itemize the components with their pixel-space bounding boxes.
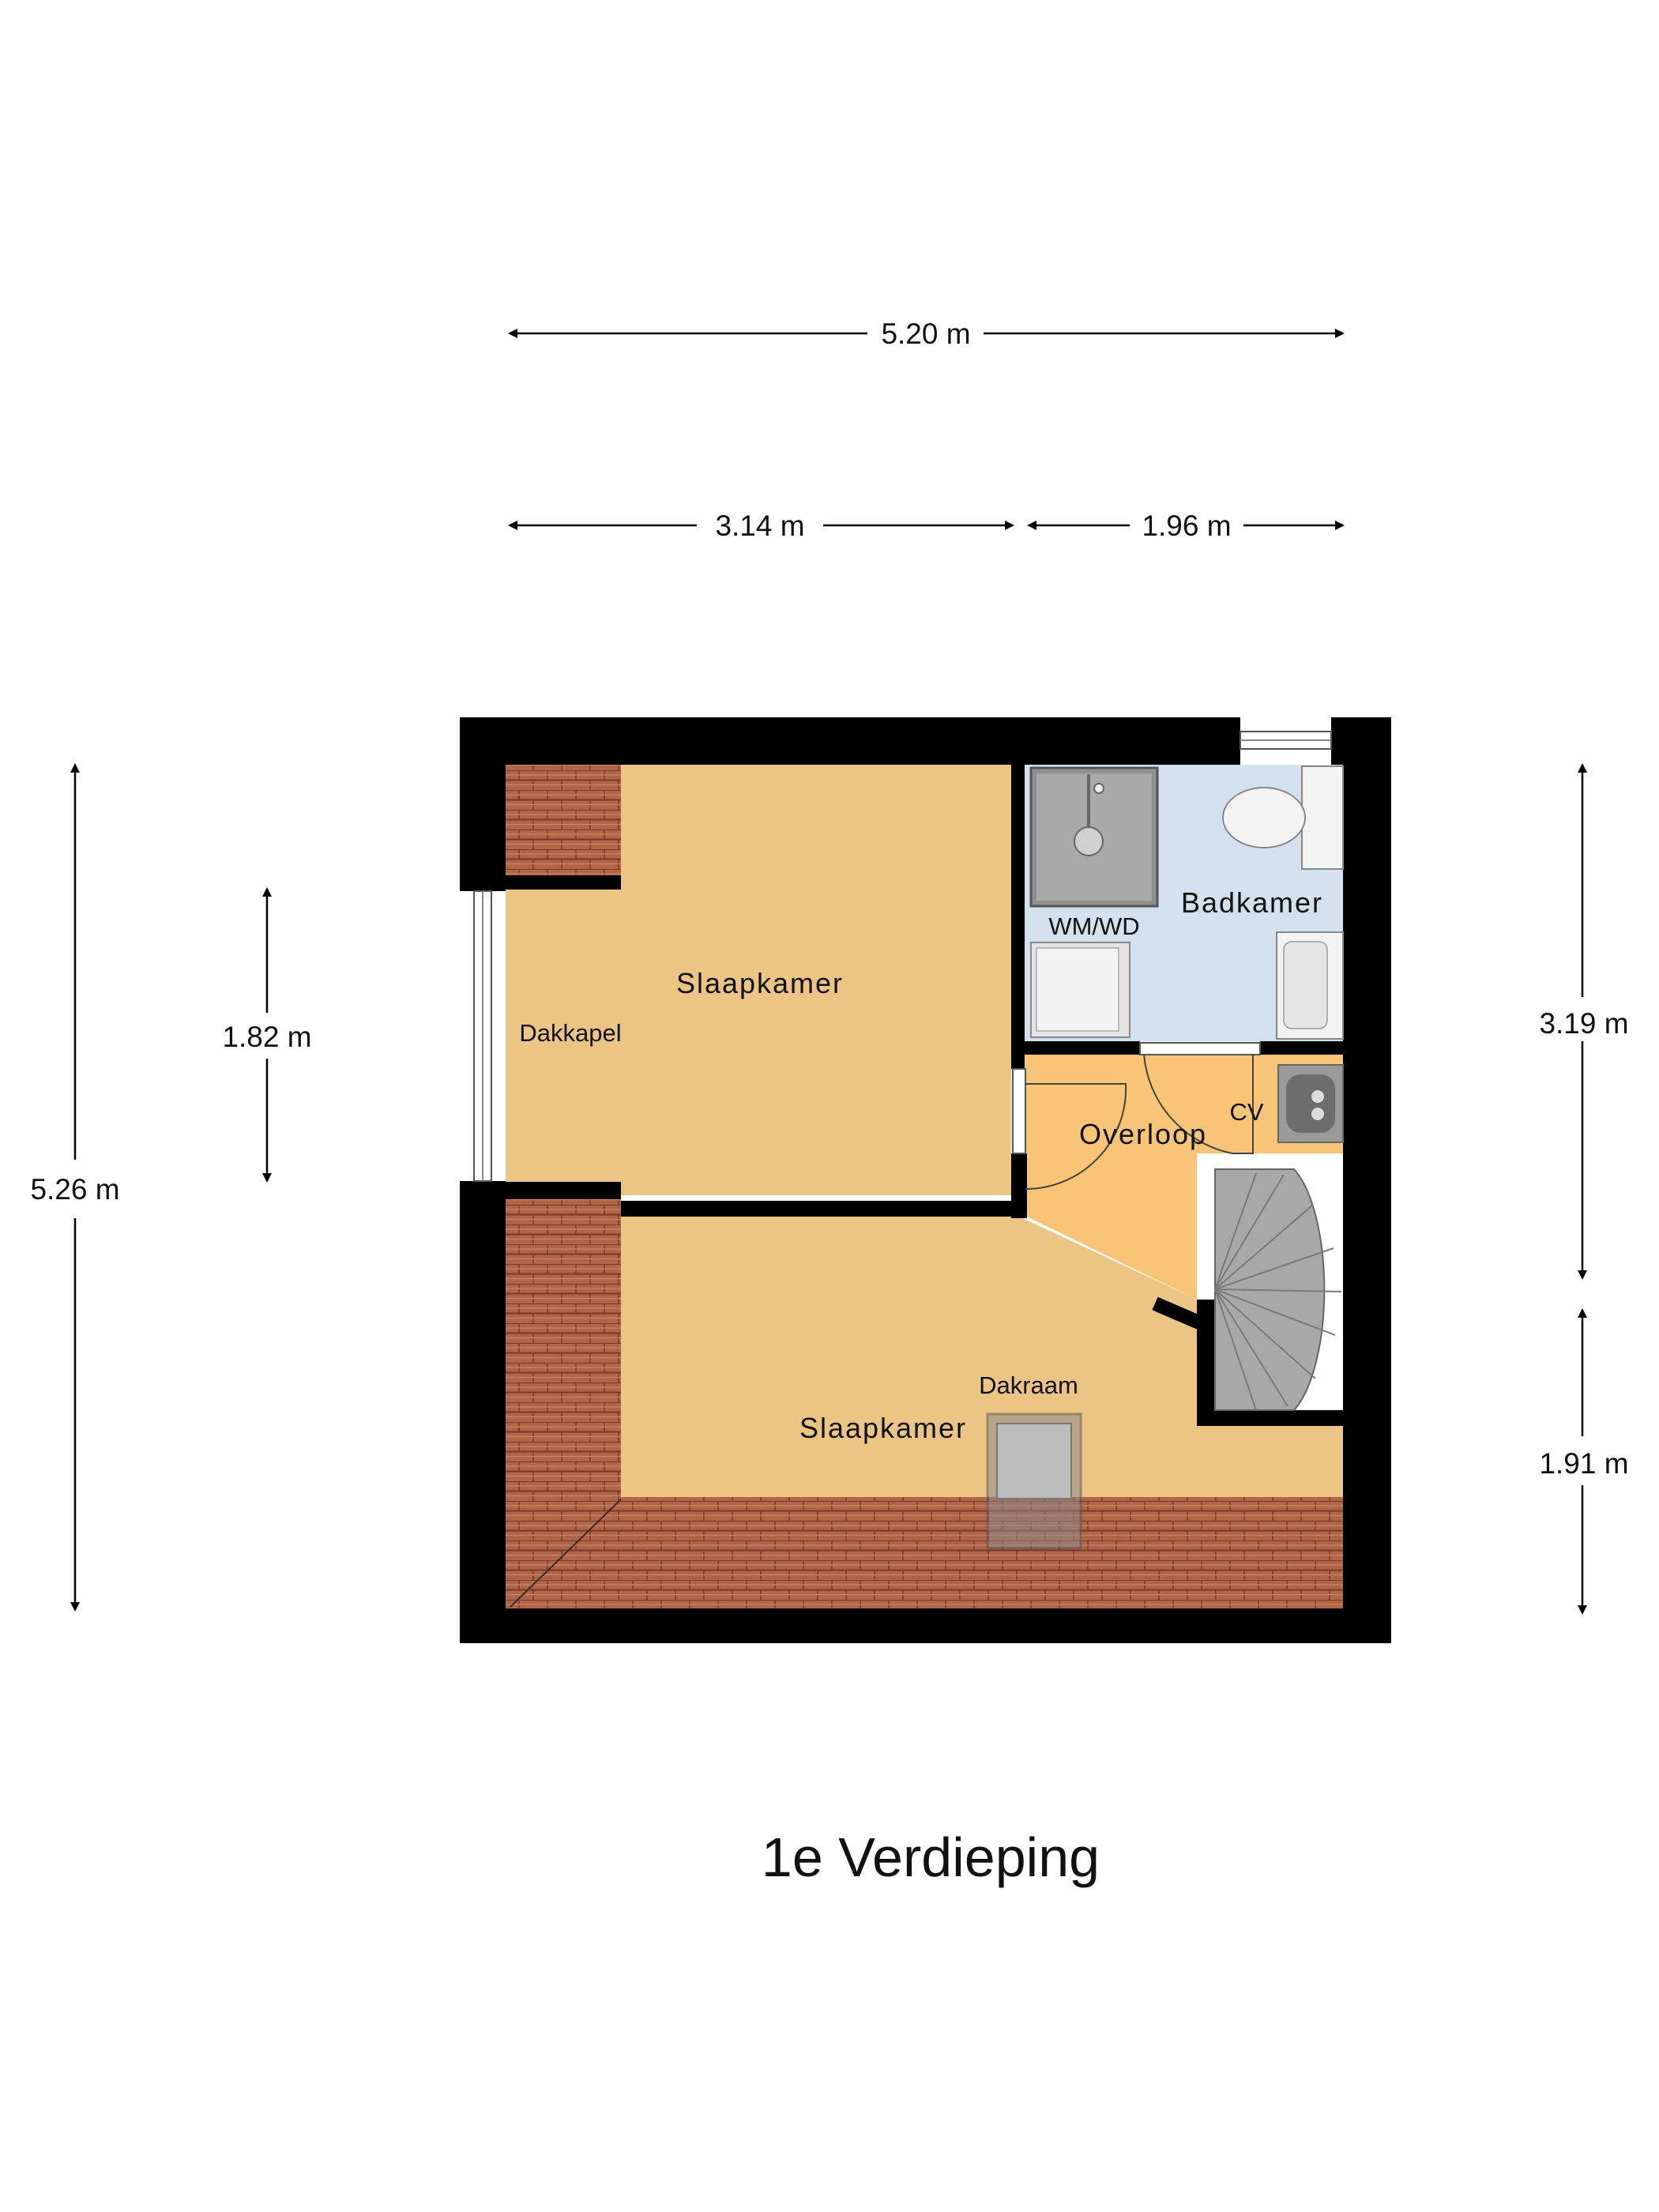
room-label-bathroom: Badkamer [1181,886,1323,919]
landing-floor [1025,1055,1343,1300]
dimension-label: 3.14 m [715,510,804,542]
bedroom-top-door [1012,1068,1127,1191]
room-label-bedroom-bottom: Slaapkamer [799,1412,967,1444]
room-label-bedroom-top: Slaapkamer [676,967,844,999]
label-dakkapel: Dakkapel [519,1019,621,1047]
dimension-depth-lower-right: 1.91 m [1539,1308,1629,1615]
dimension-label: 5.20 m [881,318,970,350]
room-label-landing: Overloop [1079,1118,1207,1150]
toilet [1222,766,1344,870]
bathroom-door [1139,1042,1261,1154]
washing-machine [1030,942,1130,1038]
shower [1029,766,1159,908]
dimension-label: 5.26 m [30,1173,119,1206]
dimension-total-depth: 5.26 m [30,763,120,1612]
dimension-label: 1.82 m [222,1021,311,1053]
dakraam [986,1413,1082,1550]
label-wm-wd: WM/WD [1048,912,1139,940]
spiral-staircase [1214,1168,1342,1411]
roof-slope-bottom [506,1497,1343,1608]
roof-hip-line [510,1499,622,1608]
dimension-depth-upper-right: 3.19 m [1539,763,1629,1280]
label-dakraam: Dakraam [979,1371,1078,1399]
walls [460,717,1391,1643]
roof-slope-top-left [506,765,621,877]
dakkapel-window [473,890,492,1182]
dimension-label: 1.96 m [1142,510,1231,542]
cv-boiler [1277,1064,1344,1143]
stair-railing [1152,1296,1204,1330]
bathroom-window [1240,731,1332,750]
label-cv: CV [1229,1098,1263,1126]
dimension-width-right: 1.96 m [1027,510,1345,542]
dimension-width-left: 3.14 m [508,510,1014,542]
bedroom-bottom-floor [621,1217,1343,1497]
bathroom-sink [1276,931,1344,1040]
dimension-label: 1.91 m [1539,1447,1628,1480]
dimension-dakkapel-width: 1.82 m [222,887,312,1183]
dimension-label: 3.19 m [1539,1007,1628,1040]
dimension-total-width: 5.20 m [508,318,1345,350]
floor-title: 1e Verdieping [762,1826,1100,1888]
